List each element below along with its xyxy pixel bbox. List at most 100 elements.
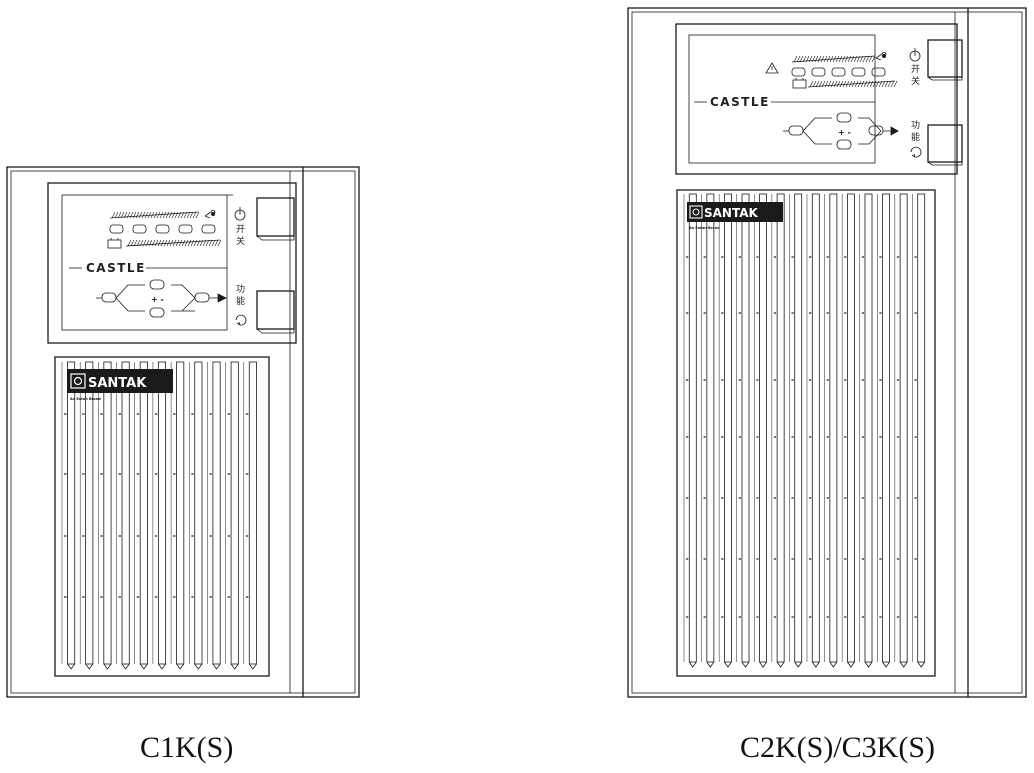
- led-row: [109, 224, 216, 234]
- vent-slot: [103, 361, 112, 665]
- power-label-1: 开: [236, 224, 245, 235]
- wrench-icon: [204, 209, 216, 219]
- vent-slot: [212, 361, 221, 665]
- vent-slot: [882, 193, 890, 663]
- load-level-hatch: [109, 211, 200, 219]
- battery-led: [836, 139, 852, 150]
- cabinet-inner-outline: [631, 11, 1023, 694]
- flow-diagram: + -: [96, 279, 227, 318]
- vent-slot: [248, 361, 257, 665]
- load-level-hatch: [791, 55, 876, 63]
- display-panel: [47, 182, 297, 344]
- plus-minus-glyph: + -: [838, 128, 851, 137]
- vent-slot: [139, 361, 148, 665]
- vent-slot: [67, 361, 76, 665]
- status-led: [109, 224, 124, 234]
- castle-label: CASTLE: [710, 95, 770, 109]
- plus-minus-glyph: + -: [151, 295, 164, 304]
- status-led: [155, 224, 170, 234]
- vent-slot: [157, 361, 167, 665]
- status-led: [811, 67, 826, 77]
- vent-slot: [230, 361, 239, 665]
- status-led: [851, 67, 866, 77]
- unit-caption: C1K(S): [140, 731, 233, 764]
- cabinet-outline: [6, 166, 360, 698]
- castle-label: CASTLE: [86, 261, 146, 275]
- wrench-icon: [875, 51, 887, 61]
- vent-slot: [847, 193, 855, 663]
- function-label-1: 功: [236, 284, 245, 295]
- output-led: [194, 292, 210, 303]
- vent-slot: [121, 361, 130, 665]
- power-label-1: 开: [911, 64, 920, 75]
- vent-slot: [917, 193, 926, 663]
- vent-slots: [61, 361, 257, 670]
- input-led: [101, 292, 117, 303]
- status-led: [132, 224, 147, 234]
- santak-badge: SANTAK An Eaton Brand: [67, 369, 173, 401]
- power-label-2: 关: [236, 235, 245, 247]
- brand-name: SANTAK: [704, 206, 759, 220]
- cycle-icon: [235, 314, 247, 326]
- battery-icon: [107, 238, 122, 249]
- vent-slot: [688, 193, 697, 663]
- cycle-icon: [910, 146, 922, 158]
- unit-c2k-c3k: CASTLE + - 开 关 功 能: [627, 7, 1027, 764]
- brand-name: SANTAK: [88, 376, 147, 391]
- vent-slot: [899, 193, 908, 663]
- vent-frame: [676, 189, 936, 677]
- vent-slot: [829, 193, 838, 663]
- led-row: [791, 67, 886, 77]
- brand-tagline: An Eaton Brand: [689, 226, 720, 230]
- battery-level-hatch: [807, 80, 898, 88]
- battery-led: [149, 307, 165, 318]
- power-button[interactable]: [256, 197, 295, 241]
- vent-slot: [194, 361, 203, 665]
- vent-frame: [54, 356, 270, 677]
- brand-tagline: An Eaton Brand: [70, 397, 101, 401]
- vent-slot: [776, 193, 785, 663]
- status-led: [831, 67, 846, 77]
- status-led: [178, 224, 193, 234]
- unit-caption: C2K(S)/C3K(S): [740, 731, 935, 764]
- vent-slot: [741, 193, 750, 663]
- display-panel-inner: [61, 194, 228, 331]
- bypass-led: [836, 112, 852, 123]
- santak-logo-icon: [70, 373, 86, 389]
- flow-diagram: + -: [783, 112, 899, 150]
- output-arrow-icon: [209, 293, 227, 303]
- vent-slot: [811, 193, 820, 663]
- power-icon: [909, 48, 921, 62]
- santak-badge: SANTAK An Eaton Brand: [687, 202, 783, 230]
- power-button[interactable]: [927, 39, 963, 81]
- battery-icon: [792, 78, 807, 89]
- function-button[interactable]: [927, 124, 963, 166]
- power-label-2: 关: [911, 75, 920, 87]
- vent-slot: [759, 193, 767, 663]
- bypass-led: [149, 279, 165, 290]
- status-led: [791, 67, 806, 77]
- vent-slot: [724, 193, 732, 663]
- display-panel-inner: [688, 34, 876, 164]
- status-led: [871, 67, 886, 77]
- vent-slot: [794, 193, 803, 663]
- vent-slot: [864, 193, 873, 663]
- input-led: [788, 125, 804, 136]
- vent-slots: [683, 193, 926, 668]
- function-label-2: 能: [236, 295, 245, 307]
- vent-slot: [85, 361, 94, 665]
- status-led: [201, 224, 216, 234]
- display-panel: [675, 23, 958, 175]
- santak-logo-icon: [689, 205, 703, 219]
- vent-slot: [706, 193, 715, 663]
- unit-c1k: CASTLE + - 开 关 功 能: [6, 166, 360, 764]
- output-led: [868, 125, 884, 136]
- vent-slot: [176, 361, 185, 665]
- warning-triangle-icon: [765, 62, 779, 74]
- cabinet-inner-outline: [10, 170, 356, 694]
- battery-level-hatch: [125, 239, 222, 247]
- cabinet-outline: [627, 7, 1027, 698]
- function-button[interactable]: [256, 290, 295, 334]
- function-label-1: 功: [911, 120, 920, 131]
